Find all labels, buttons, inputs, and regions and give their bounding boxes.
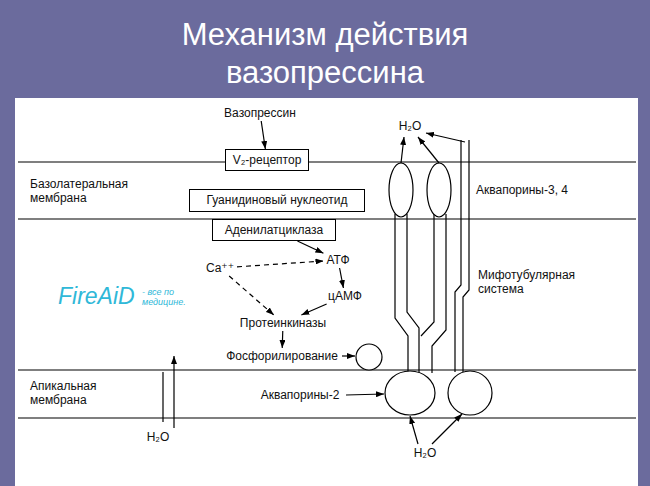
water-arrow (426, 133, 465, 142)
water-label: H₂O (147, 430, 170, 444)
water-label: H₂O (399, 119, 422, 133)
signal-arrow (261, 121, 265, 149)
water-arrow (401, 137, 404, 163)
ion-label: Ca⁺⁺ (203, 260, 237, 276)
water-path-line (162, 372, 163, 422)
membrane-line (18, 161, 636, 162)
water-arrow (418, 137, 439, 163)
node-text: Протеинкиназы (240, 316, 326, 330)
receptor-box: V₂-рецептор (225, 149, 309, 171)
water-label: H₂O (414, 446, 437, 460)
signal-arrow (297, 241, 323, 253)
node-text: Фосфорилирование (226, 349, 338, 363)
watermark: - все по медицине. (142, 287, 204, 307)
node-text: Аденилатциклаза (225, 223, 324, 237)
node-text: V₂-рецептор (233, 153, 302, 167)
water-arrow (173, 356, 174, 428)
aquaporin-channel (389, 163, 413, 217)
tubule-wall (432, 214, 446, 373)
membrane-line (18, 417, 636, 418)
part-label: Аквапорины-2 (261, 388, 340, 402)
messenger-label: цАМФ (325, 288, 365, 304)
tubule-wall (421, 214, 434, 336)
node-text: Гуанидиновый нуклеотид (207, 193, 348, 207)
slide-title: Механизм действия вазопрессина (140, 16, 510, 92)
membrane-label: Апикальная мембрана (30, 379, 140, 407)
node-text: Ca⁺⁺ (206, 261, 234, 275)
part-label: Аквапорины-3, 4 (476, 183, 596, 197)
aquaporin-channel (448, 371, 492, 415)
vesicle-circle (356, 344, 382, 370)
tubule-wall (395, 214, 408, 373)
node-text: цАМФ (328, 289, 362, 303)
tubule-wall (455, 140, 461, 372)
white-panel (15, 98, 638, 486)
signal-arrow (340, 268, 344, 288)
dashed-arrow (229, 276, 274, 315)
process-box: Гуанидиновый нуклеотид (189, 189, 365, 212)
signal-arrow (282, 331, 284, 348)
hormone-label: Вазопрессин (221, 105, 299, 121)
substrate-label: АТФ (323, 252, 352, 268)
water-arrow (410, 416, 418, 444)
enzyme-box: Аденилатциклаза (212, 219, 336, 241)
part-label: Мифотубулярная система (478, 268, 578, 296)
dashed-arrow (237, 261, 323, 267)
node-text: Вазопрессин (224, 106, 296, 120)
flow-arrow (346, 394, 384, 395)
node-text: АТФ (326, 253, 349, 267)
flow-arrow (342, 355, 355, 356)
membrane-label: Базолатеральная мембрана (30, 177, 150, 205)
enzyme-label: Протеинкиназы (237, 315, 329, 331)
tubule-wall (407, 214, 419, 373)
membrane-line (18, 369, 636, 370)
aquaporin-channel (427, 163, 451, 217)
tubule-wall (463, 140, 469, 372)
process-label: Фосфорилирование (223, 348, 341, 364)
water-arrow (432, 414, 462, 444)
watermark: FireAiD (58, 283, 148, 309)
signal-arrow (301, 304, 326, 315)
aquaporin-channel (385, 371, 435, 415)
